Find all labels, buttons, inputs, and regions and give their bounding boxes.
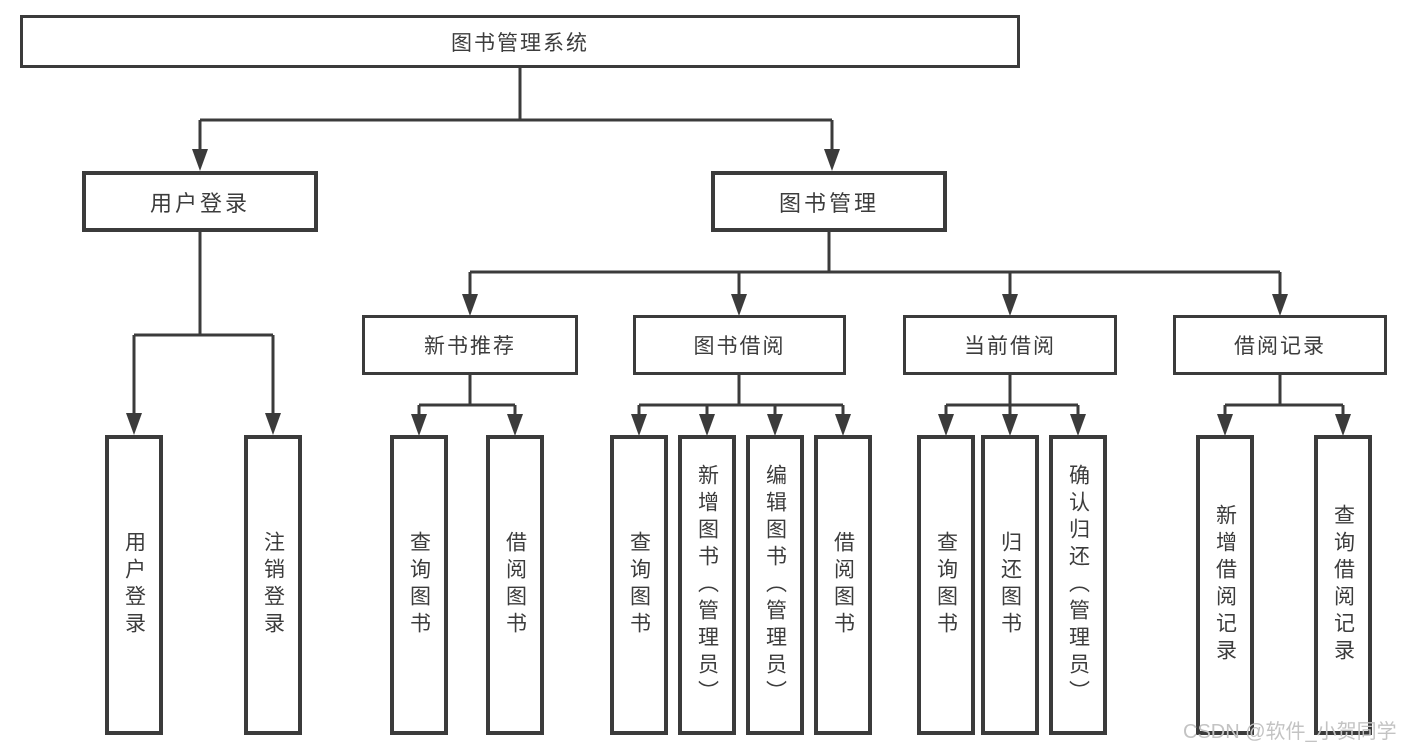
leaf-borrowing-borrow-books: 借阅图书 <box>814 435 872 735</box>
leaf-recommend-query-books: 查询图书 <box>390 435 448 735</box>
leaf-edit-book-admin: 编辑图书（管理员） <box>746 435 804 735</box>
node-borrowing-records: 借阅记录 <box>1173 315 1387 375</box>
leaf-return-books: 归还图书 <box>981 435 1039 735</box>
leaf-user-login: 用户登录 <box>105 435 163 735</box>
node-book-borrowing: 图书借阅 <box>633 315 846 375</box>
node-current-borrowing: 当前借阅 <box>903 315 1117 375</box>
leaf-recommend-borrow-books: 借阅图书 <box>486 435 544 735</box>
leaf-add-book-admin: 新增图书（管理员） <box>678 435 736 735</box>
node-new-book-recommend: 新书推荐 <box>362 315 578 375</box>
watermark: CSDN @软件_小贺同学 <box>1183 721 1397 743</box>
leaf-logout: 注销登录 <box>244 435 302 735</box>
node-library-system: 图书管理系统 <box>20 15 1020 68</box>
leaf-current-query-books: 查询图书 <box>917 435 975 735</box>
node-user-login: 用户登录 <box>82 171 318 232</box>
leaf-query-borrow-record: 查询借阅记录 <box>1314 435 1372 735</box>
leaf-add-borrow-record: 新增借阅记录 <box>1196 435 1254 735</box>
node-book-management: 图书管理 <box>711 171 947 232</box>
leaf-confirm-return-admin: 确认归还（管理员） <box>1049 435 1107 735</box>
leaf-borrowing-query-books: 查询图书 <box>610 435 668 735</box>
